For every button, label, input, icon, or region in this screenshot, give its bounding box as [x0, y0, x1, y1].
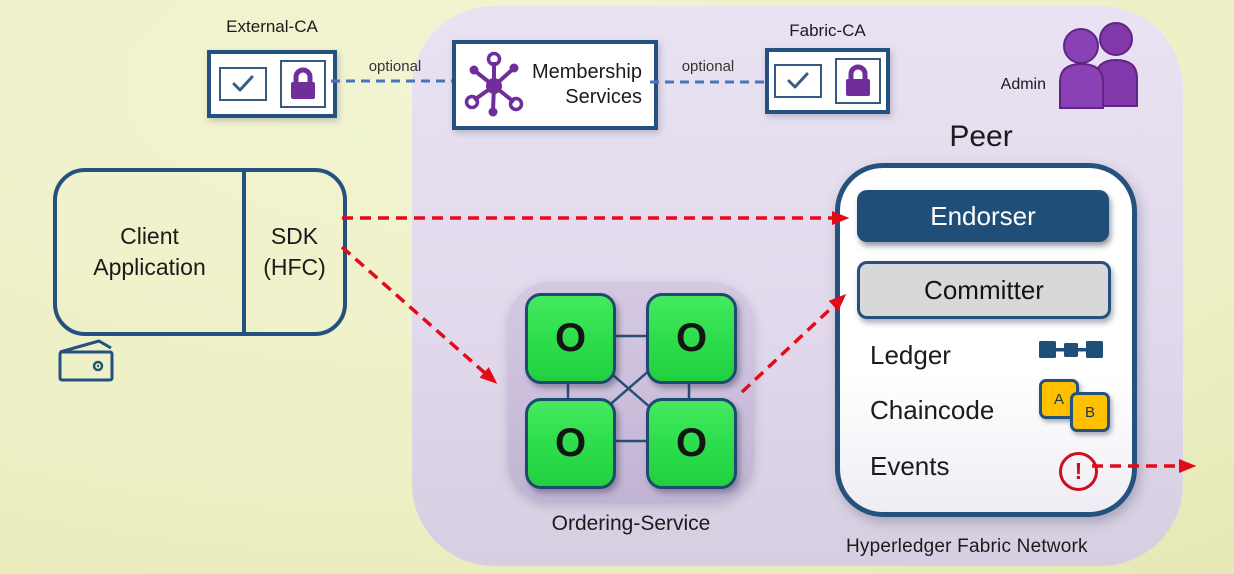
events-label: Events: [870, 451, 950, 481]
ordering-service-box: O O O O: [508, 282, 754, 502]
orderer-node: O: [525, 293, 616, 384]
ordering-service-label: Ordering-Service: [551, 512, 711, 535]
network-caption: Hyperledger Fabric Network: [846, 536, 1088, 557]
certificate-check-icon: [774, 64, 822, 98]
client-application-label: Client Application: [93, 222, 206, 280]
admin-users-icon: [1059, 22, 1138, 109]
event-alert-icon: !: [1059, 452, 1098, 491]
wallet-icon: [58, 339, 114, 382]
peer-title: Peer: [949, 120, 1013, 153]
optional-label-left: optional: [368, 58, 422, 75]
admin-label: Admin: [1000, 76, 1046, 93]
ledger-label: Ledger: [870, 340, 951, 370]
orderer-node: O: [646, 398, 737, 489]
endorser-block: Endorser: [857, 190, 1109, 242]
orderer-node: O: [646, 293, 737, 384]
sdk-label: SDK (HFC): [263, 222, 326, 280]
fabric-ca-label: Fabric-CA: [789, 21, 866, 40]
external-ca-label: External-CA: [226, 17, 318, 36]
membership-services-label: Membership Services: [531, 61, 642, 108]
committer-block: Committer: [857, 261, 1111, 319]
peer-box: Endorser Committer Ledger Chaincode A B …: [835, 163, 1137, 517]
client-sdk-divider: [242, 172, 246, 332]
chaincode-b-tile: B: [1070, 392, 1110, 432]
lock-icon: [279, 60, 326, 108]
certificate-check-icon: [218, 67, 267, 101]
fabric-ca-box: [765, 48, 890, 114]
client-application-box: Client Application SDK (HFC): [53, 168, 347, 336]
membership-hub-icon: [456, 50, 532, 120]
optional-label-right: optional: [681, 58, 735, 75]
orderer-node: O: [525, 398, 616, 489]
lock-icon: [835, 58, 881, 104]
external-ca-box: [207, 50, 337, 118]
chaincode-label: Chaincode: [870, 395, 995, 425]
blockchain-icon: [1039, 341, 1103, 358]
membership-services-box: Membership Services: [452, 40, 658, 130]
